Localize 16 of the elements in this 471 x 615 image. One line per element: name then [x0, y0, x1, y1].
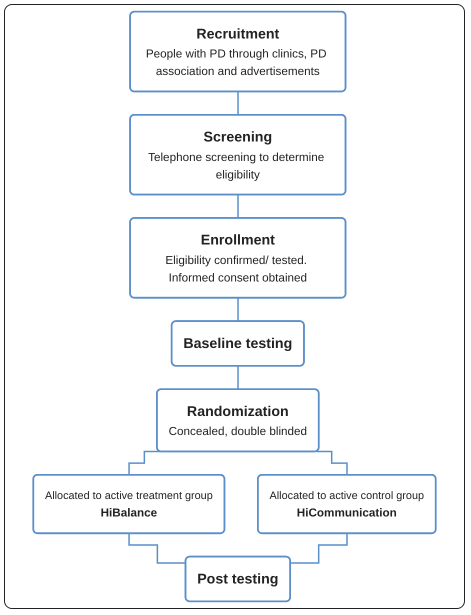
connector-line	[237, 91, 239, 116]
process-box: Allocated to active control group HiCommunication	[257, 474, 437, 534]
process-box: Post testing	[184, 556, 291, 602]
connector-line	[237, 297, 239, 322]
connector-line	[128, 450, 160, 476]
process-box: Allocated to active treatment group HiBalance	[32, 474, 226, 534]
connector-line	[290, 532, 348, 564]
connector-line	[128, 532, 186, 564]
process-box: Recruitment People with PD through clinics, PD association and advertisements	[129, 10, 346, 92]
connector-line	[316, 450, 348, 476]
process-box: Baseline testing	[170, 320, 305, 367]
process-box: Enrollment Eligibility confirmed/ tested. Informed consent obtained	[129, 217, 346, 299]
process-box: Randomization Concealed, double blinded	[156, 388, 320, 452]
connector-line	[237, 365, 239, 390]
connector-line	[237, 194, 239, 220]
process-box: Screening Telephone screening to determine eligibility	[129, 114, 346, 196]
